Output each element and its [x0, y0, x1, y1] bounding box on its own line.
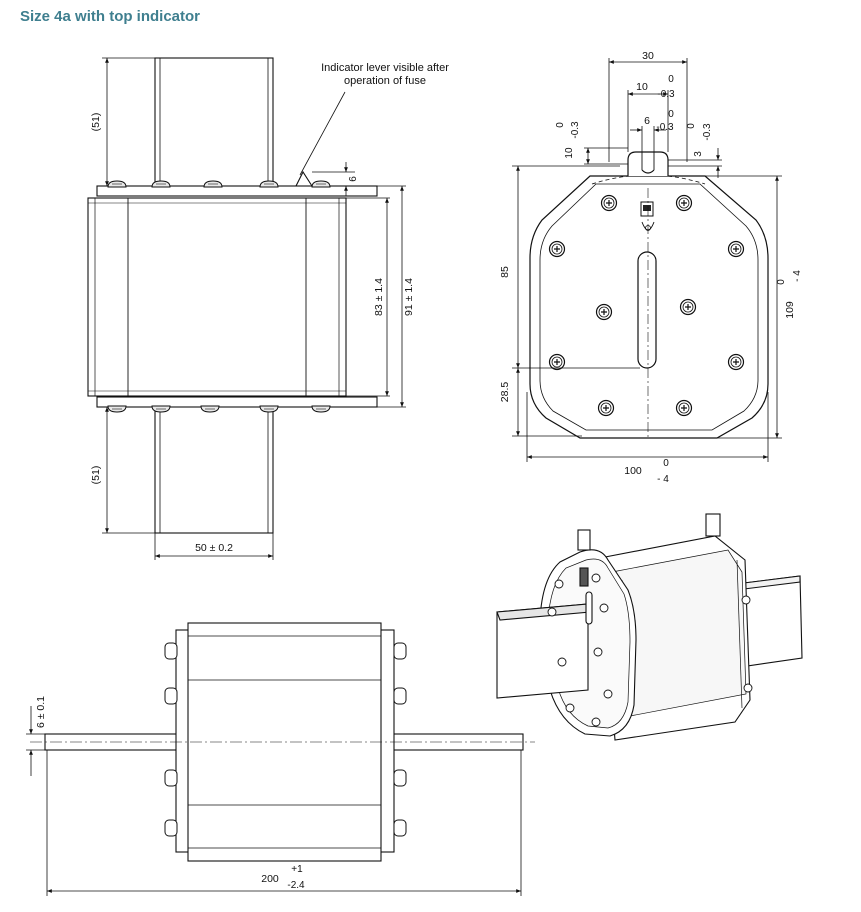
dim-109: 109 [784, 301, 796, 319]
tol-10-lower: -0.3 [657, 89, 675, 100]
dim-bottom-lead: (51) [90, 466, 102, 485]
dim-outer-height: 91 ± 1.4 [403, 278, 415, 316]
side-view-dimensions [26, 706, 522, 896]
dim-indicator: 6 [348, 176, 359, 182]
isometric-view [496, 513, 803, 741]
tol-109-upper: 0 [776, 279, 787, 285]
tol-200-upper: +1 [291, 864, 303, 875]
dim-6: 6 [644, 115, 650, 127]
isometric-screws [547, 573, 753, 727]
page-title: Size 4a with top indicator [20, 8, 201, 25]
dim-10: 10 [636, 81, 648, 93]
dim-200: 200 [261, 873, 279, 885]
tol-left-lower: -0.3 [570, 121, 581, 139]
top-blade [154, 57, 274, 191]
tol-3-lower: -0.3 [702, 123, 713, 141]
front-view-dimensions [102, 57, 406, 560]
callout-line-2: operation of fuse [344, 75, 426, 87]
dim-left-10: 10 [564, 147, 575, 159]
front-view [87, 57, 378, 534]
end-view [529, 151, 769, 440]
dim-blade-thickness: 6 ± 0.1 [35, 696, 47, 728]
dim-top-lead: (51) [90, 113, 102, 132]
bottom-blade [154, 404, 274, 534]
tol-100-lower: - 4 [657, 474, 669, 485]
dim-width: 50 ± 0.2 [195, 542, 233, 554]
dim-inner-height: 83 ± 1.4 [373, 278, 385, 316]
tol-109-lower: - 4 [792, 270, 803, 282]
tol-6-upper: 0 [668, 109, 674, 120]
fuse-body [87, 197, 347, 397]
end-view-dimensions [512, 58, 782, 462]
callout-line-1: Indicator lever visible after [321, 62, 449, 74]
dim-28-5: 28.5 [499, 382, 511, 403]
side-view-bolts [164, 642, 407, 837]
tol-6-lower: -0.3 [656, 122, 674, 133]
indicator-lever [295, 170, 313, 187]
tol-10-upper: 0 [668, 74, 674, 85]
dim-100: 100 [624, 465, 642, 477]
tol-left-upper: 0 [555, 122, 566, 128]
tol-100-upper: 0 [663, 458, 669, 469]
side-view [30, 622, 535, 862]
dim-30: 30 [642, 50, 654, 62]
tol-200-lower: -2.4 [287, 880, 305, 891]
dim-85: 85 [499, 266, 511, 278]
tol-3-upper: 0 [686, 123, 697, 129]
dim-3: 3 [693, 151, 704, 157]
